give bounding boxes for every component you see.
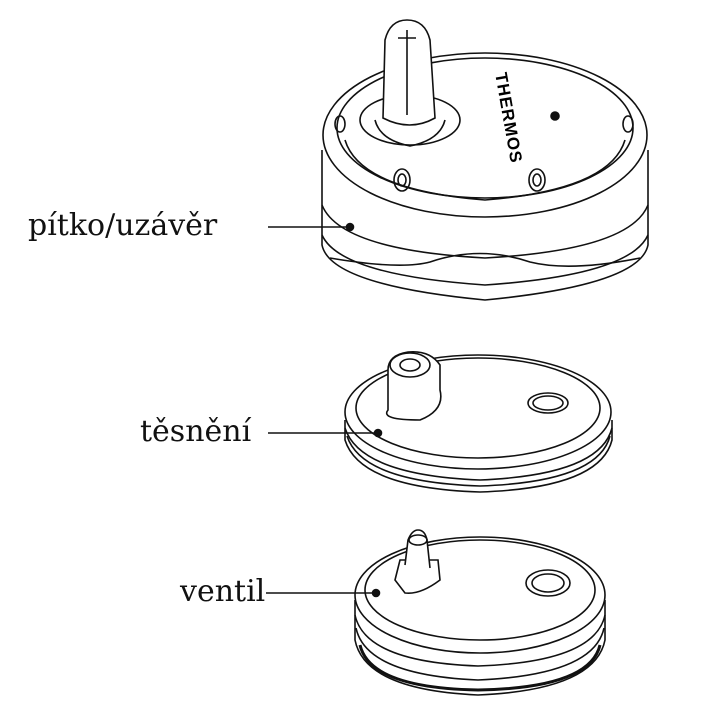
leader-lines xyxy=(266,222,383,598)
label-lid: pítko/uzávěr xyxy=(28,208,218,243)
seal-drawing xyxy=(344,350,613,493)
valve-drawing xyxy=(354,529,606,696)
label-seal: těsnění xyxy=(140,414,252,449)
lid-drawing xyxy=(321,19,649,301)
label-valve: ventil xyxy=(180,574,266,609)
